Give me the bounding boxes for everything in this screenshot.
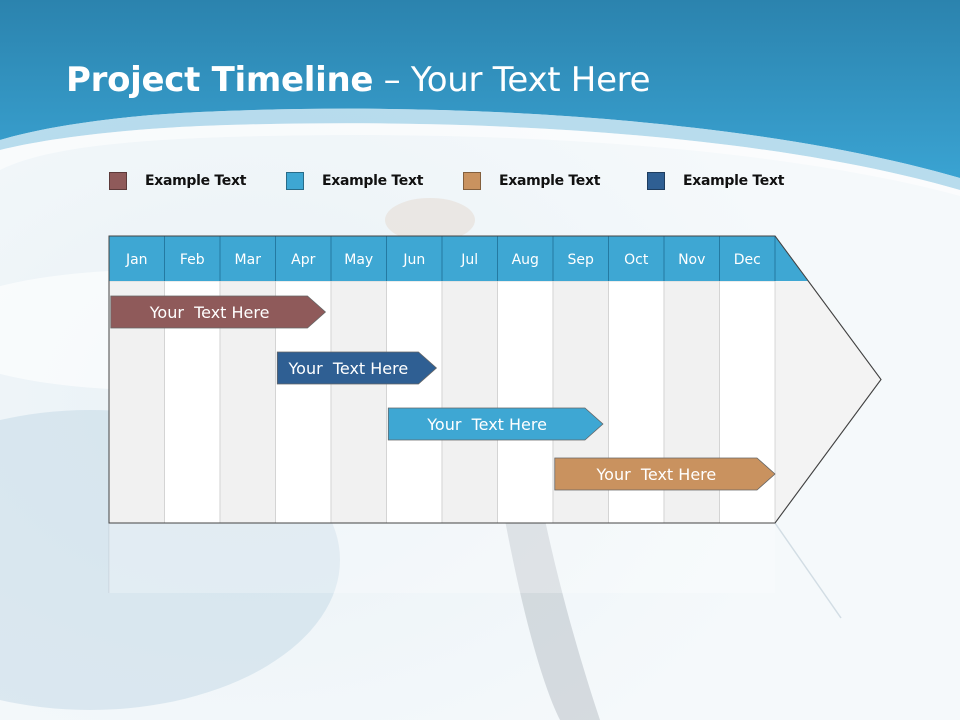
legend-item: Example Text (286, 171, 423, 191)
task-label: Your Text Here (596, 465, 717, 484)
month-label: Jan (125, 252, 148, 268)
month-label: Apr (291, 252, 315, 268)
month-label: May (344, 252, 373, 268)
task-bar (554, 457, 776, 491)
task-label: Your Text Here (426, 415, 547, 434)
month-label: Dec (734, 252, 761, 268)
legend-swatch (463, 172, 481, 190)
task-label: Your Text Here (288, 359, 409, 378)
month-column (386, 280, 443, 524)
title-bold: Project Timeline (66, 60, 374, 100)
task-bar (387, 407, 604, 441)
legend-swatch (109, 172, 127, 190)
task-label: Your Text Here (149, 303, 270, 322)
month-label: Oct (624, 252, 649, 268)
legend-item: Example Text (109, 171, 246, 191)
month-column (497, 280, 554, 524)
timeline-reflection-fill (109, 523, 775, 593)
legend-item: Example Text (463, 171, 600, 191)
month-column (330, 280, 387, 524)
month-label: Jul (460, 252, 478, 268)
legend-label: Example Text (145, 173, 247, 189)
month-label: Aug (512, 252, 539, 268)
month-column (441, 280, 498, 524)
task-bar (276, 351, 438, 385)
legend-item: Example Text (647, 171, 784, 191)
month-label: Jun (402, 252, 425, 268)
legend-label: Example Text (322, 173, 424, 189)
month-label: Sep (568, 252, 595, 268)
legend-swatch (647, 172, 665, 190)
timeline-outline (108, 235, 882, 524)
month-label: Mar (235, 252, 262, 268)
month-label: Feb (180, 252, 205, 268)
legend-label: Example Text (683, 173, 785, 189)
page-title: Project Timeline – Your Text Here (66, 60, 651, 100)
task-bar (110, 295, 327, 329)
month-label: Nov (678, 252, 705, 268)
timeline-reflection (108, 522, 842, 619)
legend-label: Example Text (499, 173, 601, 189)
legend-swatch (286, 172, 304, 190)
title-rest: – Your Text Here (373, 60, 651, 100)
